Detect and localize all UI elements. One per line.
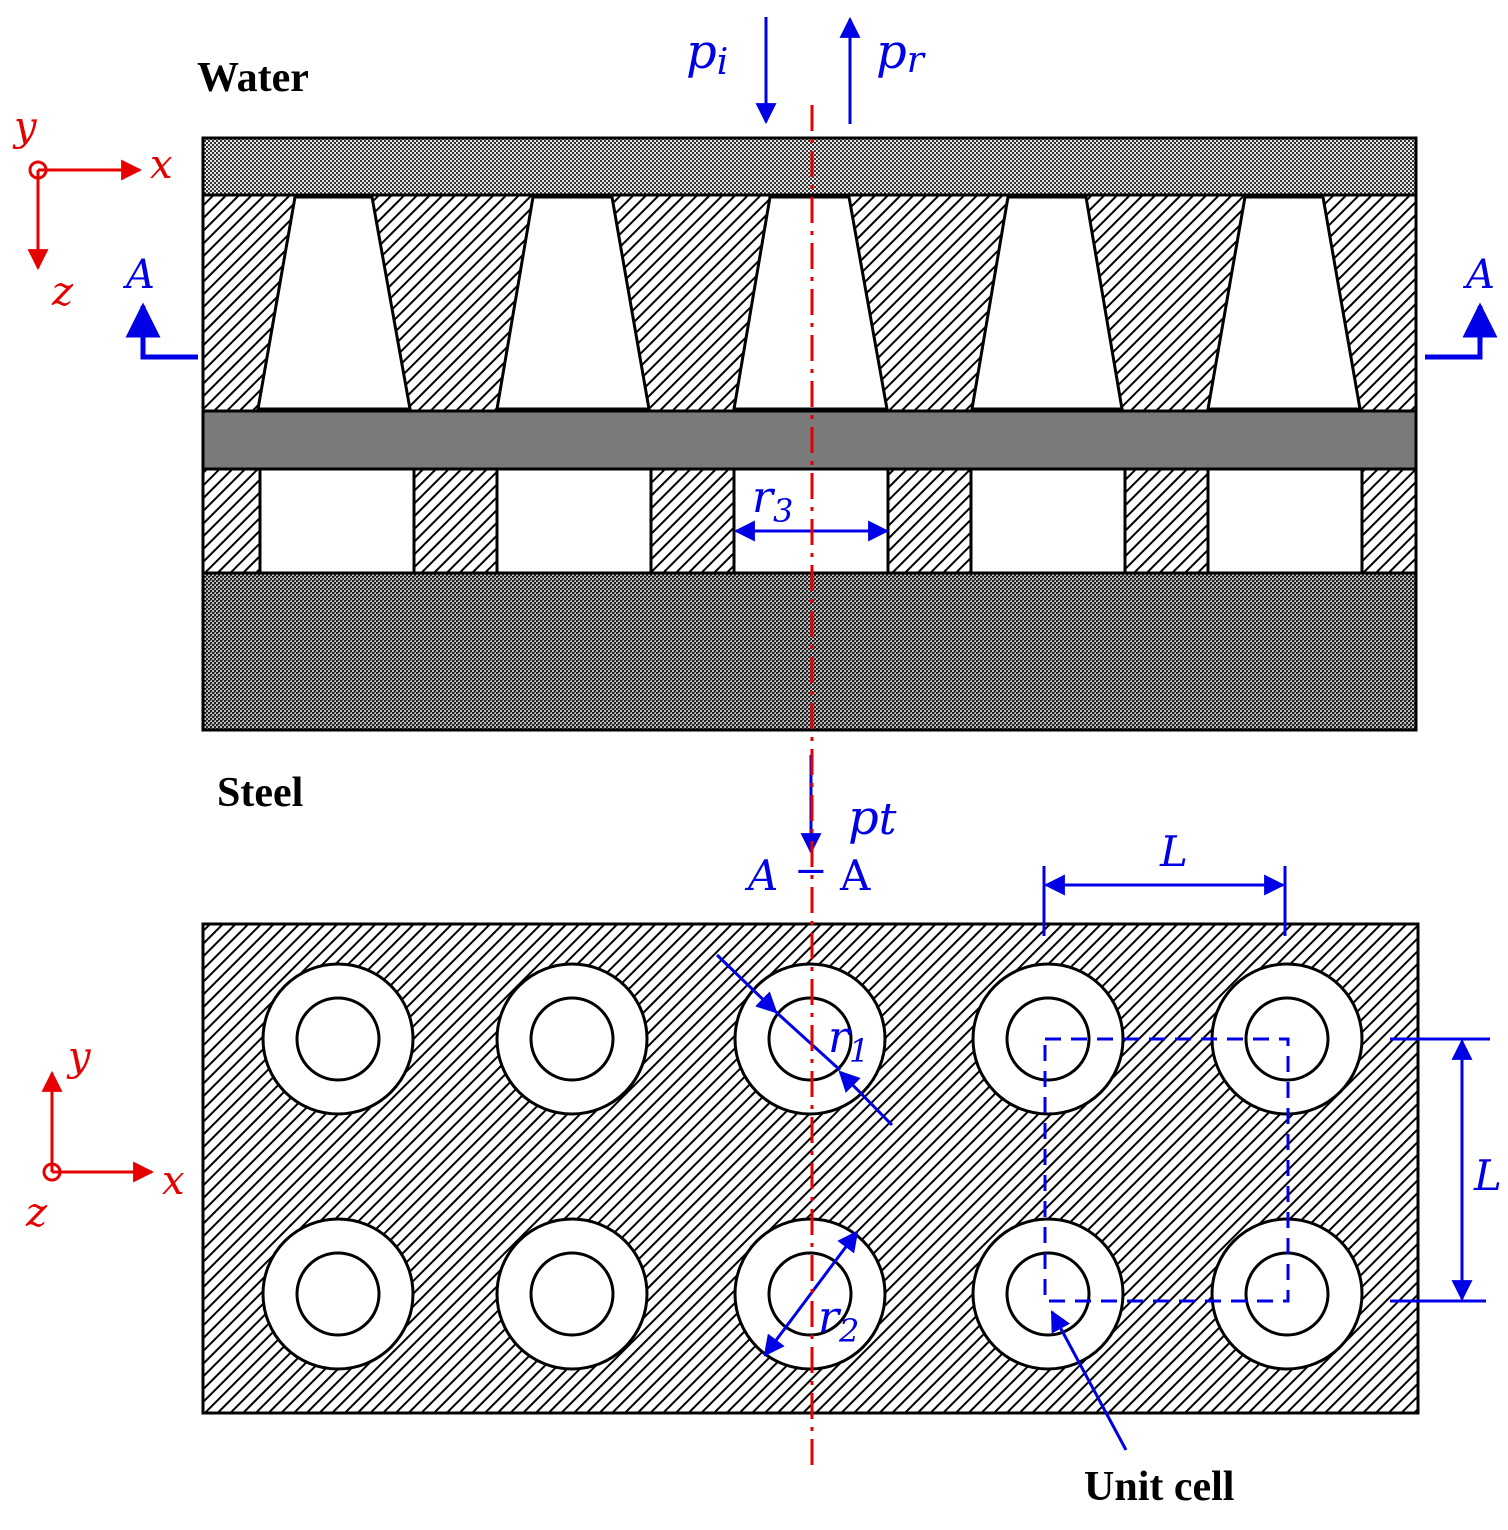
straight-hole bbox=[1206, 467, 1364, 575]
straight-hole bbox=[495, 467, 653, 575]
tapered-hole bbox=[970, 195, 1124, 411]
r3-r: r bbox=[752, 472, 776, 523]
unit-cell-label: Unit cell bbox=[1084, 1464, 1234, 1510]
section-marker-left bbox=[125, 302, 198, 360]
r1-sub: 1 bbox=[849, 1032, 869, 1070]
r2-sub: 2 bbox=[838, 1312, 859, 1350]
r2-dimension-arrow bbox=[763, 1230, 859, 1357]
section-marker-right bbox=[1425, 302, 1498, 360]
straight-hole bbox=[258, 467, 416, 575]
reflected-sub: r bbox=[907, 40, 926, 81]
transmitted-p: p bbox=[848, 790, 879, 846]
axes-bottom-z-label: z bbox=[25, 1190, 48, 1236]
axes-bottom-x-label: x bbox=[162, 1158, 185, 1204]
section-caption-a-right: A bbox=[839, 851, 871, 900]
top-cover-plate bbox=[201, 136, 1418, 197]
inner-hole bbox=[1005, 1251, 1091, 1337]
unit-cell-outline bbox=[1043, 1037, 1290, 1303]
cross-section-view bbox=[201, 136, 1418, 732]
water-label: Water bbox=[197, 55, 309, 101]
straight-hole bbox=[969, 467, 1127, 575]
r3-sub: 3 bbox=[773, 492, 793, 530]
r2-label: r2 bbox=[818, 1292, 859, 1350]
r1-r: r bbox=[828, 1012, 852, 1063]
transmitted-pressure-label: pt bbox=[848, 790, 897, 846]
section-caption-a-left: A bbox=[744, 851, 778, 900]
reflected-p: p bbox=[876, 24, 907, 80]
tapered-hole bbox=[256, 195, 412, 411]
r3-label: r3 bbox=[752, 472, 793, 530]
L-right-label: L bbox=[1473, 1151, 1502, 1200]
r1-arrow-inner bbox=[838, 1070, 894, 1127]
incident-p: p bbox=[686, 24, 717, 80]
inner-hole bbox=[529, 1251, 615, 1337]
steel-label: Steel bbox=[217, 770, 303, 816]
axes-bottom-y-label: y bbox=[66, 1034, 92, 1080]
axes-top-z-label: z bbox=[51, 269, 74, 315]
section-marker-right-label: A bbox=[1462, 252, 1495, 298]
steel-substrate bbox=[201, 571, 1418, 732]
axes-top: x y z bbox=[12, 104, 173, 315]
tapered-hole bbox=[495, 195, 651, 411]
tapered-hole bbox=[1206, 195, 1362, 411]
axes-top-x-label: x bbox=[150, 142, 173, 188]
inner-hole bbox=[295, 1251, 381, 1337]
r1-arrow-outer bbox=[715, 953, 778, 1014]
inner-hole bbox=[529, 996, 615, 1082]
incident-pressure-label: pi bbox=[686, 24, 728, 83]
unit-cell-pointer bbox=[1050, 1310, 1128, 1451]
tapered-holes bbox=[256, 195, 1362, 411]
incident-sub: i bbox=[717, 42, 729, 83]
r2-r: r bbox=[818, 1292, 842, 1343]
r1-leader bbox=[774, 1010, 842, 1072]
middle-plate bbox=[201, 409, 1418, 471]
r1-label: r1 bbox=[828, 1012, 869, 1070]
inner-hole bbox=[295, 996, 381, 1082]
straight-holes bbox=[258, 467, 1364, 575]
L-top-label: L bbox=[1159, 827, 1188, 876]
reflected-pressure-label: pr bbox=[876, 24, 926, 81]
transmitted-sub: t bbox=[879, 794, 897, 845]
section-marker-left-label: A bbox=[122, 252, 155, 298]
axes-top-y-label: y bbox=[12, 104, 38, 150]
axes-bottom: x y z bbox=[25, 1034, 185, 1236]
